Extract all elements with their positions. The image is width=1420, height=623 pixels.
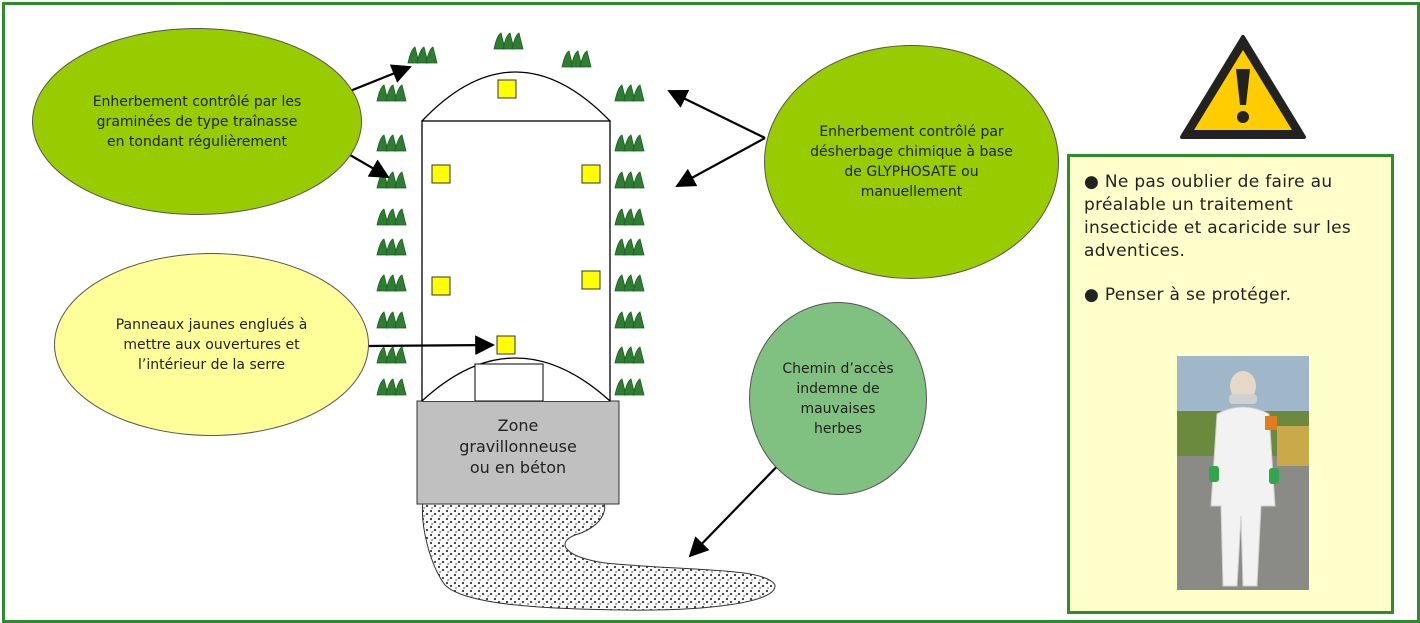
grass-tuft-icon xyxy=(376,311,407,329)
warning-triangle-icon xyxy=(1180,35,1306,139)
protective-suit-photo xyxy=(1177,356,1309,590)
gravel-concrete-zone xyxy=(416,400,620,505)
grass-tuft-icon xyxy=(614,378,645,396)
bubble-graminees: Enherbement contrôlé par les graminées d… xyxy=(32,28,362,215)
grass-tuft-icon xyxy=(614,311,645,329)
bubble-chemin-text: Chemin d’accès indemne de mauvaises herb… xyxy=(782,360,894,437)
zone-label-line3: ou en béton xyxy=(469,458,567,477)
grass-tuft-icon xyxy=(614,84,645,102)
warning-item-protection: ● Penser à se protéger. xyxy=(1084,285,1292,305)
arrow-glyphosate-side xyxy=(675,137,766,187)
grass-tuft-icon xyxy=(376,346,407,364)
grass-tuft-icon xyxy=(614,346,645,364)
greenhouse-diagram xyxy=(349,32,792,611)
yellow-sticky-trap-icon xyxy=(431,164,451,184)
grass-tuft-icon xyxy=(614,274,645,292)
warning-item-insecticide: ● Ne pas oublier de faire au préalable u… xyxy=(1084,172,1352,261)
grass-tuft-icon xyxy=(561,50,592,68)
grass-tuft-icon xyxy=(376,84,407,102)
greenhouse-door xyxy=(474,363,544,402)
bubble-graminees-text: Enherbement contrôlé par les graminées d… xyxy=(92,93,302,150)
zone-label-line1: Zone xyxy=(497,416,539,435)
zone-label: Zone gravillonneuse ou en béton xyxy=(417,415,619,478)
arrow-graminees-top xyxy=(349,64,412,93)
bubble-chemin: Chemin d’accès indemne de mauvaises herb… xyxy=(749,302,927,495)
arrow-glyphosate-top xyxy=(667,89,766,139)
yellow-sticky-trap-icon xyxy=(497,79,517,99)
arrow-panneaux xyxy=(368,335,495,356)
arrows xyxy=(349,64,792,558)
greenhouse-body xyxy=(421,120,611,402)
bubble-glyphosate: Enherbement contrôlé par désherbage chim… xyxy=(764,45,1059,279)
yellow-sticky-trap-icon xyxy=(581,164,601,184)
grass-tuft-icon xyxy=(376,238,407,256)
grass-tuft-icon xyxy=(614,171,645,189)
bubble-glyphosate-text: Enherbement contrôlé par désherbage chim… xyxy=(810,124,1013,200)
grass-tuft-icon xyxy=(376,208,407,226)
grass-tuft-icon xyxy=(407,46,438,64)
arrow-graminees-side xyxy=(349,154,390,178)
grass-tuft-icon xyxy=(493,32,524,50)
yellow-sticky-trap-icon xyxy=(496,335,516,355)
grass-tuft-icon xyxy=(614,238,645,256)
grass-tuft-icon xyxy=(614,134,645,152)
warning-box: ● Ne pas oublier de faire au préalable u… xyxy=(1067,154,1394,614)
yellow-sticky-trap-icon xyxy=(581,270,601,290)
arrow-chemin xyxy=(688,451,792,558)
zone-label-line2: gravillonneuse xyxy=(459,437,577,456)
grass-tuft-icon xyxy=(614,208,645,226)
grass-tuft-icon xyxy=(376,274,407,292)
yellow-sticky-trap-icon xyxy=(431,276,451,296)
yellow-sticky-traps xyxy=(431,79,601,355)
grass-tuft-icon xyxy=(376,134,407,152)
bubble-panneaux: Panneaux jaunes englués à mettre aux ouv… xyxy=(54,253,369,436)
grass-tuft-icon xyxy=(376,378,407,396)
bubble-panneaux-text: Panneaux jaunes englués à mettre aux ouv… xyxy=(115,316,308,373)
